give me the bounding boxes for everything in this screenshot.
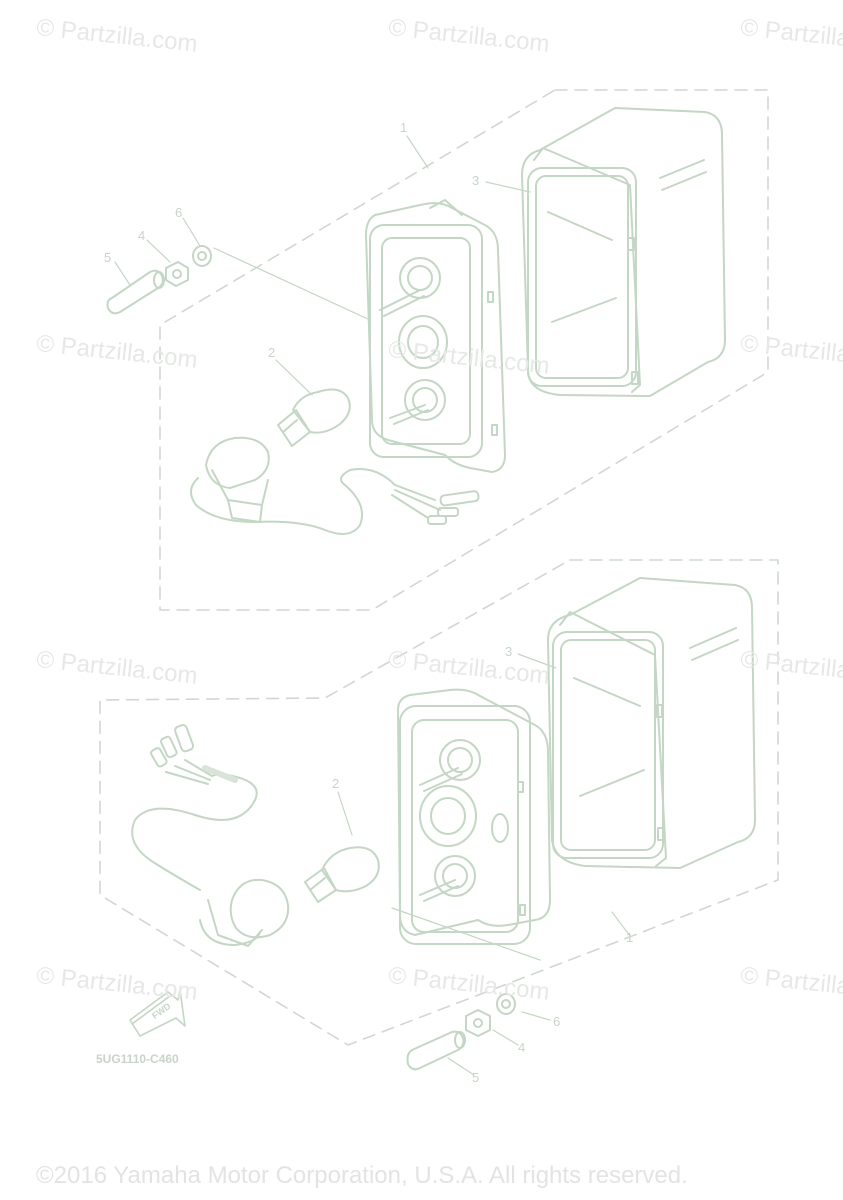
upper-socket-wiring: [190, 436, 480, 535]
upper-leaders: [114, 135, 531, 396]
callout-part-4: 4: [518, 1040, 526, 1055]
fwd-arrow-icon: [129, 989, 186, 1037]
lower-group-outline: [99, 559, 779, 1046]
callout-part-2: 2: [332, 776, 340, 791]
lower-lens: [547, 577, 756, 869]
upper-lens: [521, 107, 726, 397]
lower-leaders: [337, 653, 631, 1076]
upper-bulb: [277, 388, 351, 447]
lower-socket-wiring: [131, 724, 290, 947]
lower-fasteners: [406, 993, 516, 1071]
upper-housing: [365, 199, 506, 473]
callout-part-1: 1: [626, 930, 634, 945]
callout-part-2: 2: [268, 345, 276, 360]
callout-part-6: 6: [553, 1014, 561, 1029]
callout-part-6: 6: [175, 205, 183, 220]
callout-part-1: 1: [400, 120, 408, 135]
callout-part-3: 3: [505, 644, 513, 659]
upper-assembly: [106, 89, 769, 611]
callout-part-4: 4: [138, 228, 146, 243]
copyright-notice: ©2016 Yamaha Motor Corporation, U.S.A. A…: [36, 1162, 688, 1189]
lower-bulb: [304, 846, 380, 903]
diagram-code: 5UG1110-C460: [96, 1052, 179, 1066]
upper-fasteners: [106, 245, 212, 315]
lower-housing: [397, 688, 551, 945]
lower-assembly: [99, 559, 779, 1076]
callout-part-3: 3: [472, 173, 480, 188]
callout-part-5: 5: [104, 250, 112, 265]
callout-part-5: 5: [472, 1070, 480, 1085]
